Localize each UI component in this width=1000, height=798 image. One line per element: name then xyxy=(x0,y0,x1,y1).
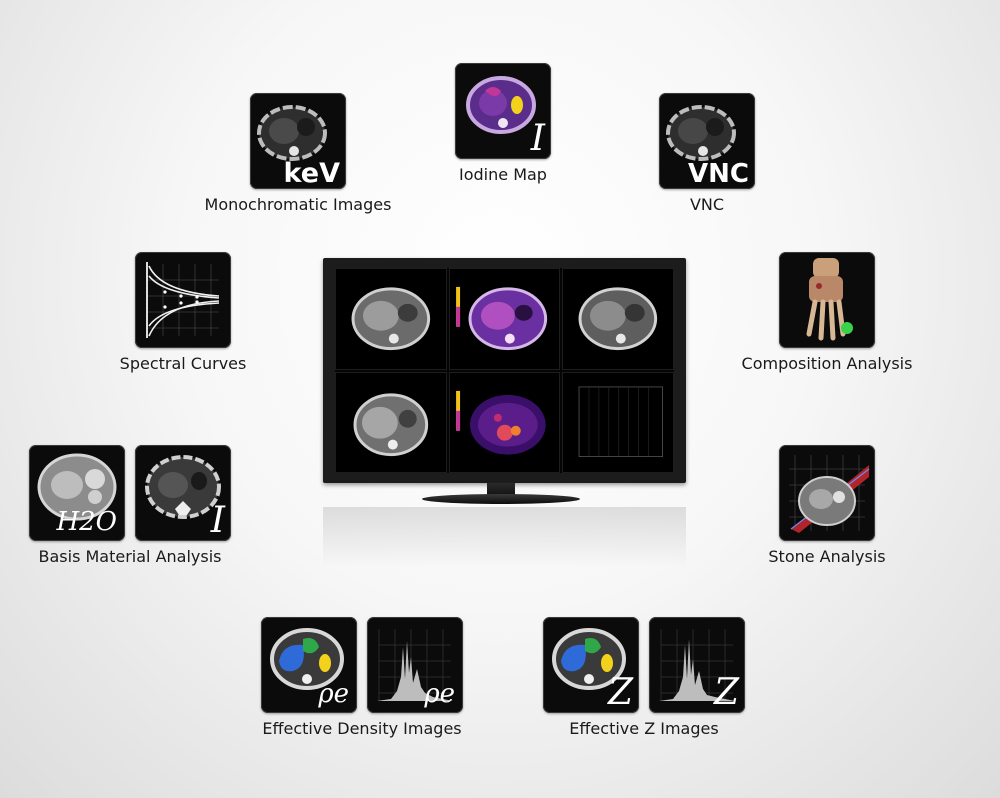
feature-basis-material-analysis[interactable]: H2O I Basis Material Analysis xyxy=(28,445,232,566)
effective-density-label: Effective Density Images xyxy=(262,719,462,738)
ct-slice-vnc-icon xyxy=(578,287,658,351)
viewport-vnc-top[interactable] xyxy=(562,268,674,370)
viewport-mono-bottom[interactable] xyxy=(335,371,447,473)
ct-slice-zmap-icon xyxy=(455,390,546,455)
composition-analysis-label: Composition Analysis xyxy=(741,354,913,373)
workstation-monitor xyxy=(323,258,686,483)
monitor-screen xyxy=(335,268,674,473)
iodine-basis-badge: I xyxy=(210,500,225,541)
vnc-label: VNC xyxy=(689,195,725,214)
viewport-iodine-top[interactable] xyxy=(448,268,561,370)
feature-effective-density[interactable]: ρe ρe Effective Density Images xyxy=(256,617,468,738)
monochromatic-label: Monochromatic Images xyxy=(204,195,392,214)
density-badge: ρe xyxy=(318,679,349,709)
stone-analysis-label: Stone Analysis xyxy=(768,547,886,566)
viewport-effective-z[interactable] xyxy=(448,371,561,473)
water-basis-icon[interactable]: H2O xyxy=(29,445,125,541)
vnc-ct-icon[interactable]: VNC xyxy=(659,93,755,189)
spectral-curves-icon[interactable] xyxy=(135,252,231,348)
feature-effective-z[interactable]: Z Z Effective Z Images xyxy=(538,617,750,738)
feature-composition-analysis[interactable]: Composition Analysis xyxy=(736,252,918,373)
iodine-basis-icon[interactable]: I xyxy=(135,445,231,541)
ct-slice-grey-bottom-icon xyxy=(353,392,429,456)
feature-spectral-curves[interactable]: Spectral Curves xyxy=(110,252,256,373)
viewport-spectral-curve[interactable] xyxy=(562,371,674,473)
z-hist-badge: Z xyxy=(713,672,739,713)
feature-monochromatic[interactable]: keV Monochromatic Images xyxy=(200,93,396,214)
monitor-reflection xyxy=(323,507,686,567)
monitor-stand-neck xyxy=(487,483,515,497)
basis-material-label: Basis Material Analysis xyxy=(38,547,222,566)
water-badge: H2O xyxy=(56,507,117,537)
z-histogram-icon[interactable]: Z xyxy=(649,617,745,713)
feature-stone-analysis[interactable]: Stone Analysis xyxy=(762,445,892,566)
density-ct-icon[interactable]: ρe xyxy=(261,617,357,713)
stone-scatter-icon[interactable] xyxy=(779,445,875,541)
viewport-mono-top[interactable] xyxy=(335,268,447,370)
density-hist-badge: ρe xyxy=(424,679,455,709)
kev-ct-icon[interactable]: keV xyxy=(250,93,346,189)
iodine-map-label: Iodine Map xyxy=(459,165,547,184)
foot-skeleton-icon[interactable] xyxy=(779,252,875,348)
iodine-map-icon[interactable]: I xyxy=(455,63,551,159)
spectral-curve-plot-icon xyxy=(578,386,664,457)
monitor-stand-base xyxy=(422,494,580,504)
kev-badge: keV xyxy=(283,158,340,189)
density-histogram-icon[interactable]: ρe xyxy=(367,617,463,713)
effective-z-label: Effective Z Images xyxy=(569,719,719,738)
ct-slice-iodine-icon xyxy=(455,286,547,351)
feature-vnc[interactable]: VNC VNC xyxy=(646,93,768,214)
z-ct-icon[interactable]: Z xyxy=(543,617,639,713)
spectral-curves-label: Spectral Curves xyxy=(119,354,247,373)
ct-slice-grey-icon xyxy=(351,287,431,351)
iodine-badge: I xyxy=(530,118,545,159)
z-badge: Z xyxy=(607,672,633,713)
vnc-badge: VNC xyxy=(688,159,749,189)
feature-iodine-map[interactable]: I Iodine Map xyxy=(440,63,566,184)
